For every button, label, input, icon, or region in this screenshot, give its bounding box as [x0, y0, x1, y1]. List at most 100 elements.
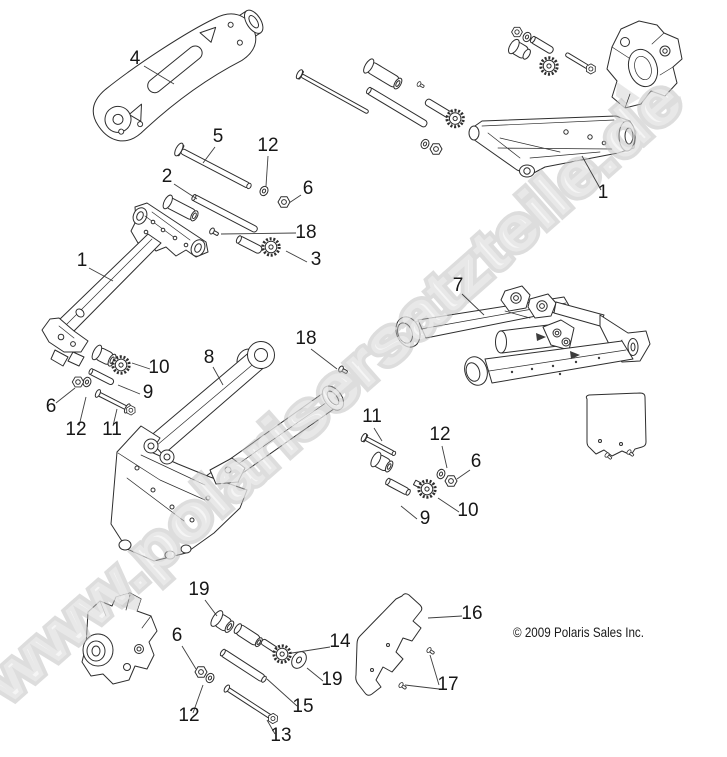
callout-13: 13 — [266, 719, 292, 746]
part-14-bolt-drawing — [260, 638, 295, 667]
callout-6-left: 6 — [46, 387, 76, 417]
callout-label: 18 — [295, 328, 316, 349]
part-3-bushing-drawing — [261, 237, 281, 257]
part-11-bolt-drawing — [360, 432, 397, 457]
leader-line — [266, 719, 276, 735]
callout-8: 8 — [204, 347, 224, 386]
leader-line — [306, 667, 324, 682]
bushing-cup-drawing — [507, 38, 531, 60]
callout-label: 6 — [303, 178, 314, 199]
callout-12-top: 12 — [257, 135, 279, 187]
callout-label: 6 — [46, 396, 57, 417]
leader-line — [55, 387, 76, 404]
bearing-carrier-top-drawing — [606, 20, 683, 109]
splined-bushing-drawing — [536, 53, 562, 79]
callout-11-mid: 11 — [362, 406, 383, 442]
watermark: www.polarisersatzteile.de www.polarisers… — [0, 61, 699, 721]
part-5-bolt-drawing — [174, 142, 252, 190]
part-7-frame-drawing — [395, 285, 651, 386]
callout-label: 12 — [65, 419, 86, 440]
leader-line — [461, 293, 485, 316]
part-13-bolt-drawing — [223, 684, 280, 725]
callout-9-left: 9 — [117, 382, 154, 403]
part-2-sleeve-drawing — [162, 194, 199, 222]
nut-drawing — [512, 27, 523, 36]
callout-label: 4 — [130, 48, 141, 69]
part-9-pin-drawing — [88, 368, 115, 386]
callout-11-left: 11 — [102, 408, 122, 440]
callout-label: 11 — [102, 419, 122, 440]
callout-label: 5 — [213, 126, 224, 147]
callout-18-mid: 18 — [295, 328, 338, 370]
part-15-pin-drawing — [219, 648, 267, 683]
leader-line — [288, 194, 302, 204]
leader-line — [112, 408, 118, 427]
callout-17: 17 — [404, 654, 459, 695]
callout-label: 6 — [471, 451, 482, 472]
leader-line — [437, 497, 460, 513]
spacer-sleeve-drawing — [233, 623, 263, 648]
splined-sleeve-drawing — [424, 98, 468, 132]
leader-line — [192, 684, 204, 714]
callout-19-lower: 19 — [306, 667, 343, 690]
part-4-bracket-drawing — [92, 9, 264, 142]
callout-16: 16 — [427, 603, 483, 624]
leader-line — [204, 599, 218, 617]
part-2-shaft-drawing — [191, 194, 258, 233]
part-11-bolt-drawing — [94, 389, 138, 417]
leader-line — [117, 384, 141, 395]
leader-line — [373, 427, 383, 442]
callout-6-top: 6 — [288, 178, 314, 204]
callout-1-left: 1 — [77, 250, 114, 282]
callout-label: 9 — [420, 508, 431, 529]
callout-18-top: 18 — [220, 222, 317, 243]
leader-line — [131, 362, 151, 370]
guard-plate-right-drawing — [585, 392, 647, 461]
callout-label: 12 — [257, 135, 278, 156]
leader-line — [291, 646, 331, 654]
callout-6-mid: 6 — [456, 451, 482, 480]
leader-line — [456, 469, 471, 480]
bearing-carrier-bottom-drawing — [81, 592, 158, 685]
watermark-text: www.polarisersatzteile.de — [0, 64, 695, 717]
callout-label: 12 — [429, 424, 450, 445]
leader-line — [266, 678, 298, 707]
part-19-washer-drawing — [291, 651, 307, 669]
leader-line — [429, 654, 440, 686]
leader-line — [427, 615, 463, 619]
callout-label: 1 — [77, 250, 88, 271]
callout-label: 18 — [295, 222, 316, 243]
part-12-nut-drawing — [195, 667, 207, 677]
callout-label: 1 — [598, 182, 609, 203]
bolt-drawing — [565, 52, 598, 75]
callout-12-left: 12 — [65, 396, 87, 440]
leader-line — [265, 155, 269, 187]
callout-label: 14 — [329, 631, 351, 652]
part-10-spline-drawing — [412, 476, 440, 502]
callout-label: 19 — [188, 579, 209, 600]
callout-label: 9 — [143, 382, 154, 403]
leader-line — [404, 684, 440, 690]
part-9-pin-drawing — [385, 477, 411, 496]
leader-line — [220, 232, 297, 235]
long-bolt-drawing — [295, 69, 369, 114]
leader-line — [581, 155, 602, 191]
part-10-bushing-drawing — [91, 344, 117, 367]
callout-2: 2 — [162, 166, 198, 200]
callout-14: 14 — [291, 631, 351, 654]
callout-label: 7 — [453, 275, 464, 296]
part-1-right-arm-drawing — [468, 115, 637, 178]
leader-line — [441, 445, 448, 469]
tiny-screw-drawing — [415, 80, 426, 90]
leader-line — [78, 396, 87, 427]
part-17-screw-drawing — [397, 681, 408, 692]
callout-1-right: 1 — [581, 155, 609, 203]
leader-line — [88, 267, 114, 282]
leader-line — [212, 366, 224, 386]
leader-line — [310, 348, 338, 370]
part-16-plate-drawing — [355, 593, 423, 696]
flanged-sleeve-drawing — [363, 58, 403, 90]
leader-line — [173, 183, 198, 200]
